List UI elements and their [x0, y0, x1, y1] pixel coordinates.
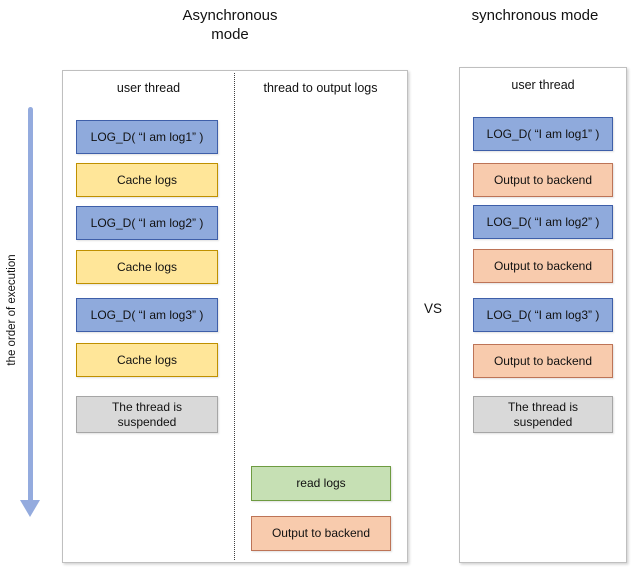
log-call-box: LOG_D( “I am log2” )	[473, 205, 613, 239]
sync-panel: user thread LOG_D( “I am log1” ) Output …	[459, 67, 627, 563]
cache-logs-box: Cache logs	[76, 163, 218, 197]
sync-mode-title: synchronous mode	[471, 7, 599, 24]
read-logs-box: read logs	[251, 466, 391, 501]
cache-logs-box: Cache logs	[76, 250, 218, 284]
execution-order-arrow-head	[20, 500, 40, 517]
cache-logs-box: Cache logs	[76, 343, 218, 377]
log-call-box: LOG_D( “I am log1” )	[76, 120, 218, 154]
async-mode-title: Asynchronous mode	[182, 7, 278, 43]
output-thread-header: thread to output logs	[263, 81, 378, 95]
log-call-box: LOG_D( “I am log2” )	[76, 206, 218, 240]
output-backend-box: Output to backend	[473, 344, 613, 378]
log-call-box: LOG_D( “I am log3” )	[76, 298, 218, 332]
output-backend-box: Output to backend	[251, 516, 391, 551]
thread-suspended-box: The thread is suspended	[473, 396, 613, 433]
execution-order-label: the order of execution	[6, 254, 18, 366]
user-thread-header: user thread	[511, 78, 575, 92]
user-thread-header: user thread	[116, 81, 181, 95]
log-call-box: LOG_D( “I am log3” )	[473, 298, 613, 332]
output-backend-box: Output to backend	[473, 249, 613, 283]
vs-label: VS	[423, 301, 442, 316]
thread-divider-dotted-line	[234, 73, 235, 560]
log-call-box: LOG_D( “I am log1” )	[473, 117, 613, 151]
thread-suspended-box: The thread is suspended	[76, 396, 218, 433]
async-panel: user thread thread to output logs LOG_D(…	[62, 70, 408, 563]
output-backend-box: Output to backend	[473, 163, 613, 197]
execution-order-arrow-line	[28, 107, 33, 502]
